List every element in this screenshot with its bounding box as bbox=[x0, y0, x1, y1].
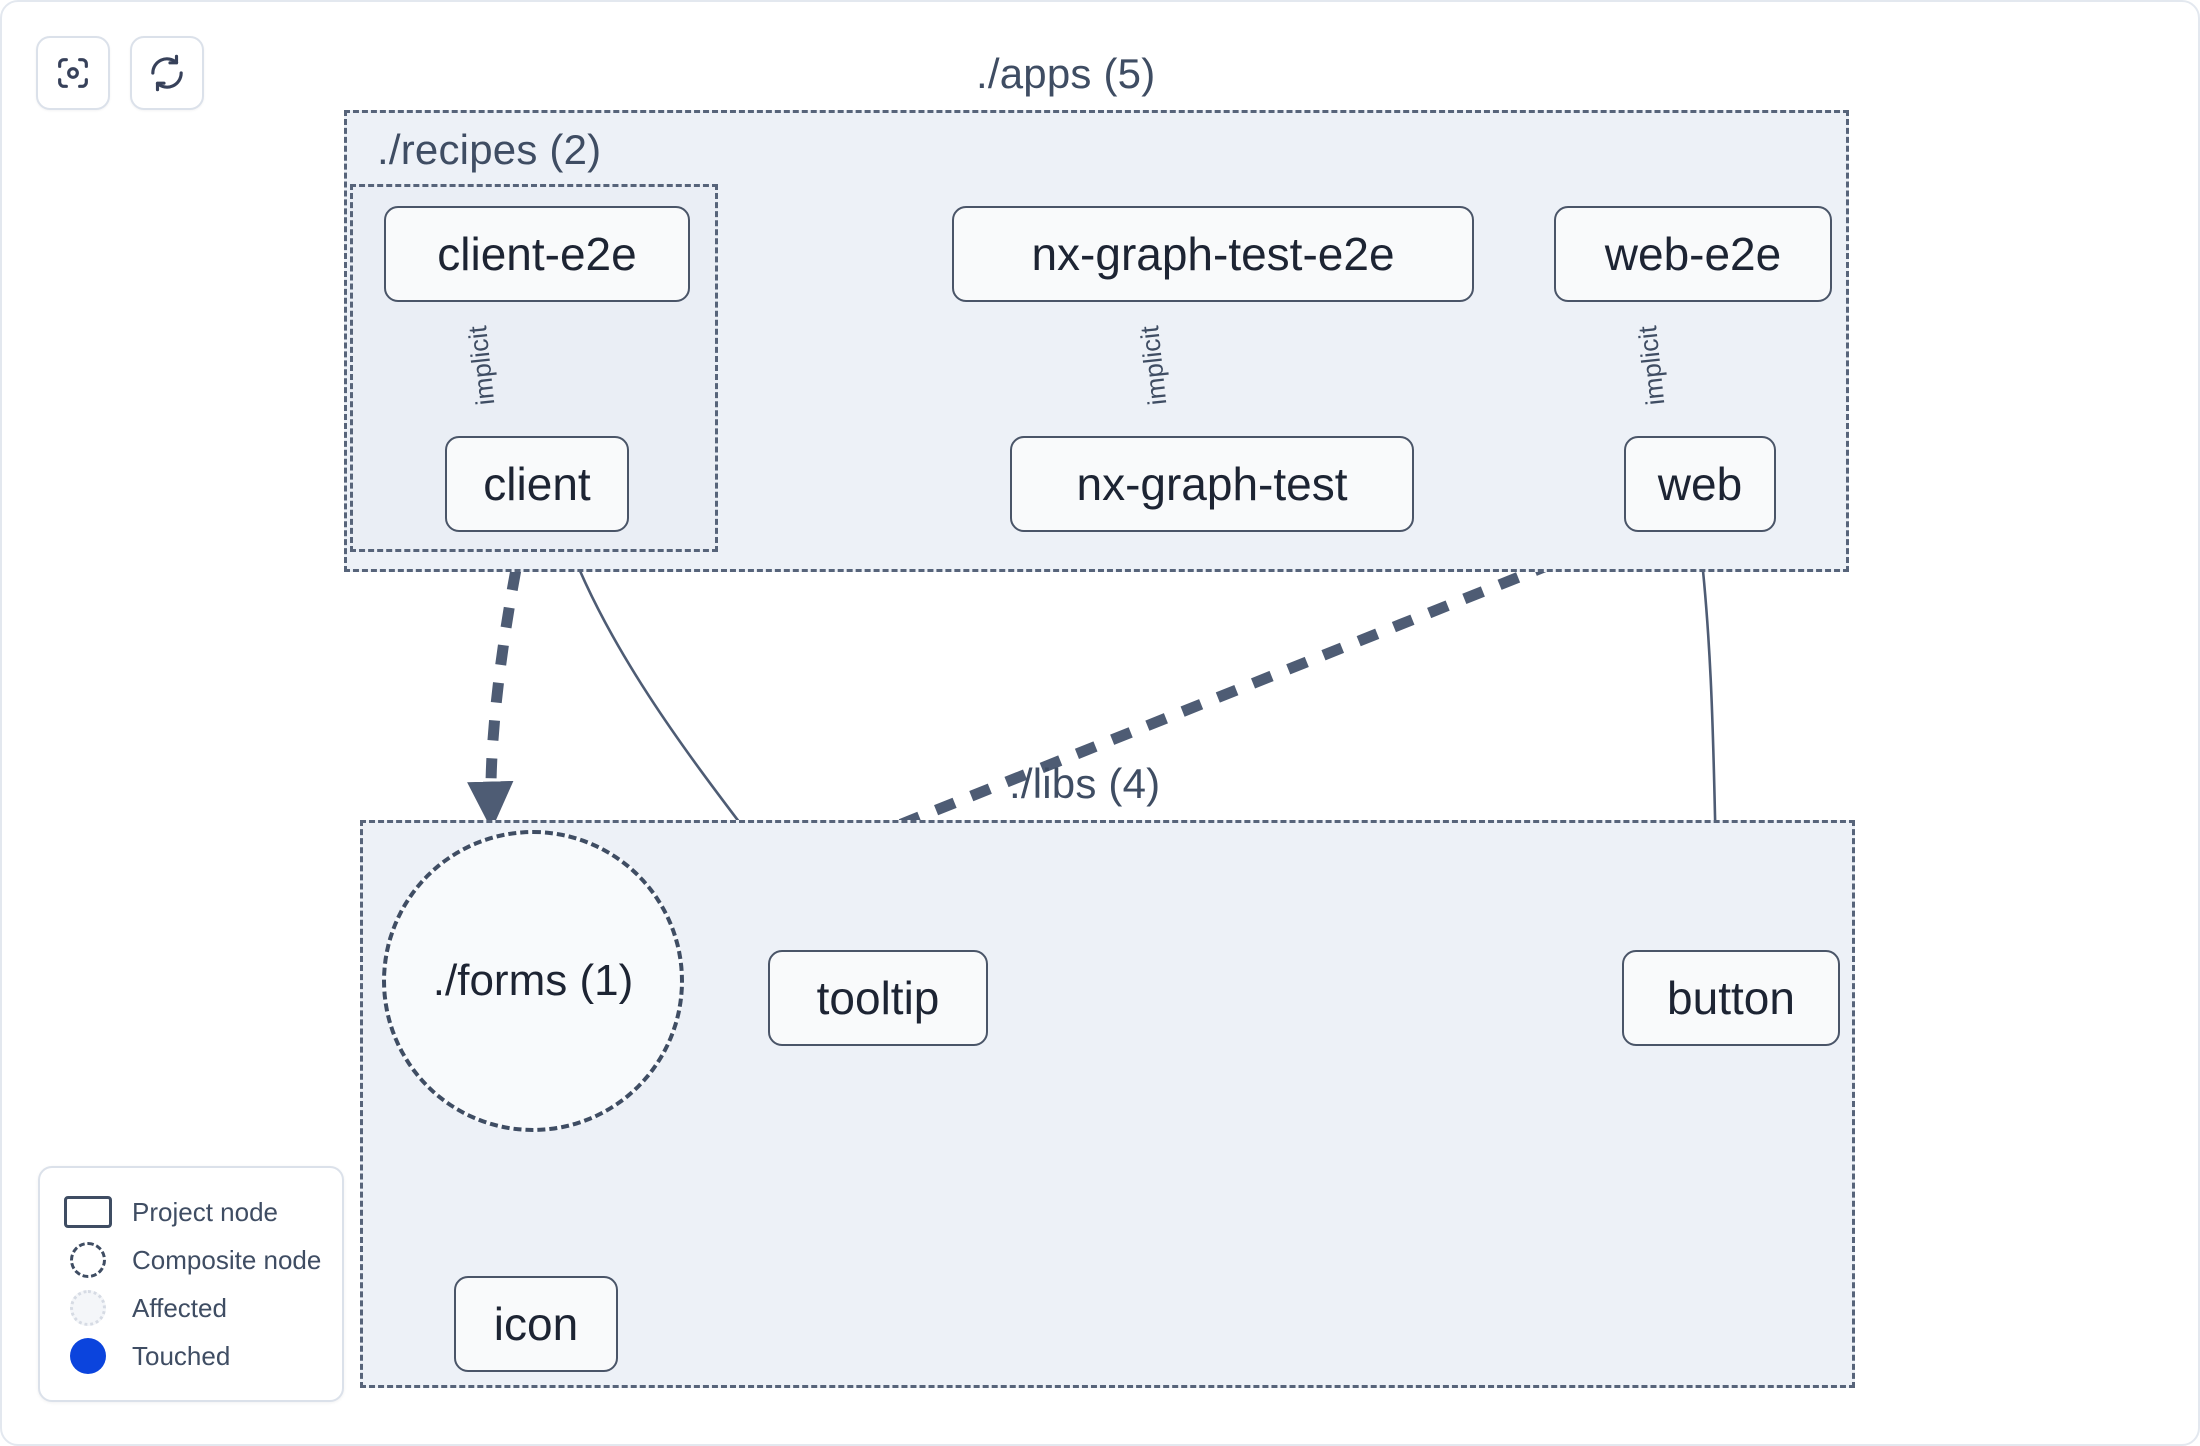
node-nx-graph-test-e2e[interactable]: nx-graph-test-e2e bbox=[952, 206, 1474, 302]
node-forms-composite[interactable]: ./forms (1) bbox=[382, 830, 684, 1132]
node-tooltip[interactable]: tooltip bbox=[768, 950, 988, 1046]
affected-swatch bbox=[62, 1290, 114, 1326]
touched-swatch bbox=[62, 1338, 114, 1374]
node-nx-graph-test[interactable]: nx-graph-test bbox=[1010, 436, 1414, 532]
legend-item-affected: Affected bbox=[62, 1284, 322, 1332]
container-label-recipes: ./recipes (2) bbox=[377, 126, 602, 173]
node-web[interactable]: web bbox=[1624, 436, 1776, 532]
refresh-icon bbox=[147, 53, 187, 93]
edge-client-to-forms bbox=[467, 531, 529, 830]
node-client[interactable]: client bbox=[445, 436, 629, 532]
legend-label-affected: Affected bbox=[132, 1292, 227, 1323]
node-button[interactable]: button bbox=[1622, 950, 1840, 1046]
graph-legend: Project node Composite node Affected Tou… bbox=[38, 1166, 344, 1402]
legend-item-touched: Touched bbox=[62, 1332, 322, 1380]
legend-item-composite-node: Composite node bbox=[62, 1236, 322, 1284]
legend-item-project-node: Project node bbox=[62, 1188, 322, 1236]
node-web-e2e[interactable]: web-e2e bbox=[1554, 206, 1832, 302]
focus-graph-button[interactable] bbox=[36, 36, 110, 110]
container-label-libs: ./libs (4) bbox=[1009, 760, 1161, 807]
composite-node-swatch bbox=[62, 1242, 114, 1278]
container-label-apps: ./apps (5) bbox=[976, 50, 1156, 97]
node-icon[interactable]: icon bbox=[454, 1276, 618, 1372]
focus-target-icon bbox=[53, 53, 93, 93]
graph-toolbar bbox=[36, 36, 204, 110]
refresh-graph-button[interactable] bbox=[130, 36, 204, 110]
project-node-swatch bbox=[62, 1196, 114, 1228]
legend-label-touched: Touched bbox=[132, 1340, 231, 1371]
legend-label-composite-node: Composite node bbox=[132, 1244, 322, 1275]
legend-label-project-node: Project node bbox=[132, 1196, 278, 1227]
node-client-e2e[interactable]: client-e2e bbox=[384, 206, 690, 302]
